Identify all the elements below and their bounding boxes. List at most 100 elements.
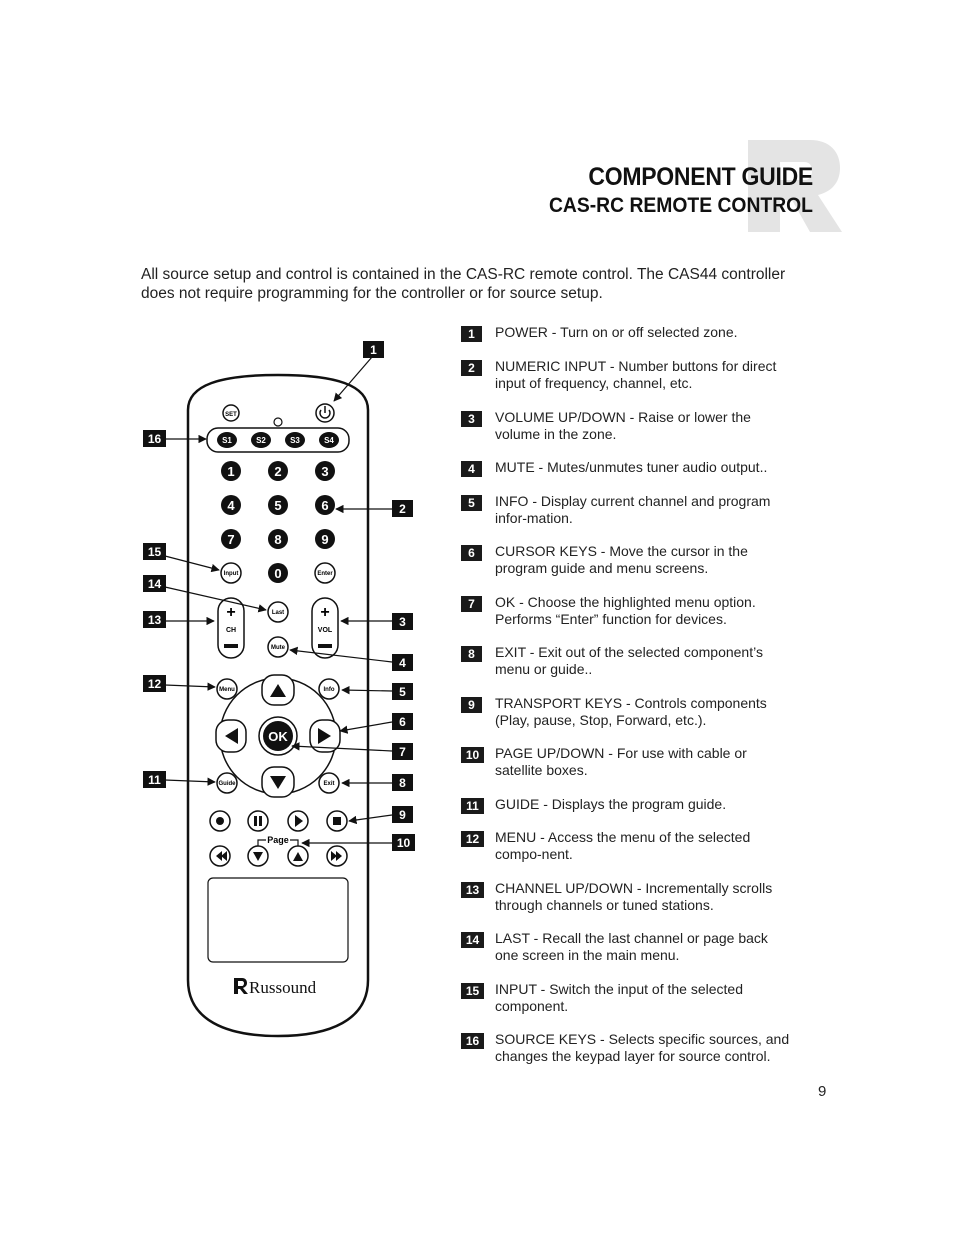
page-label: Page — [267, 835, 289, 845]
svg-text:10: 10 — [397, 836, 411, 850]
svg-text:3: 3 — [399, 615, 406, 629]
callout-9: 9 — [392, 806, 413, 823]
page-header: COMPONENT GUIDE CAS-RC REMOTE CONTROL — [526, 163, 813, 219]
remote-control-illustration: SET S1 S2 S3 S4 1 2 3 4 5 6 7 8 9 Input … — [143, 341, 415, 1038]
power-icon — [319, 409, 331, 419]
svg-text:Menu: Menu — [219, 687, 235, 693]
svg-text:Info: Info — [324, 687, 335, 693]
info-button: Info — [318, 678, 340, 700]
exit-button: Exit — [318, 772, 340, 794]
item-number: 8 — [461, 646, 482, 662]
item-description: INFO - Display current channel and progr… — [495, 493, 771, 526]
svg-text:Guide: Guide — [218, 781, 236, 787]
stop-button — [326, 810, 348, 832]
cursor-right-button — [309, 719, 341, 753]
last-button: Last — [267, 601, 289, 623]
svg-text:S2: S2 — [256, 436, 266, 445]
status-led — [273, 417, 283, 427]
display-window — [207, 877, 349, 963]
svg-text:1: 1 — [370, 343, 377, 357]
number-key-4: 4 — [221, 495, 241, 515]
cursor-down-button — [261, 766, 295, 798]
item-number: 5 — [461, 495, 482, 511]
item-number: 1 — [461, 326, 482, 342]
channel-rocker: + CH — [217, 597, 245, 659]
svg-text:6: 6 — [399, 715, 406, 729]
svg-text:Enter: Enter — [317, 571, 333, 577]
item-number: 16 — [461, 1033, 484, 1049]
item-description: POWER - Turn on or off selected zone. — [495, 324, 738, 340]
number-key-0: 0 — [268, 563, 288, 583]
rewind-button — [209, 845, 231, 867]
cursor-up-button — [261, 674, 295, 706]
callout-10: 10 — [392, 834, 415, 851]
item-number: 6 — [461, 545, 482, 561]
svg-text:11: 11 — [148, 773, 161, 787]
svg-text:14: 14 — [148, 577, 162, 591]
item-description: SOURCE KEYS - Selects specific sources, … — [495, 1031, 790, 1064]
russound-logo-icon — [234, 978, 248, 994]
callout-5: 5 — [392, 683, 413, 700]
svg-text:5: 5 — [399, 685, 406, 699]
source-key-s2: S2 — [251, 432, 271, 448]
page-up-button — [287, 845, 309, 867]
item-description: INPUT - Switch the input of the selected… — [495, 981, 743, 1014]
intro-paragraph: All source setup and control is containe… — [141, 266, 786, 302]
svg-text:6: 6 — [321, 498, 328, 513]
svg-text:Input: Input — [224, 571, 239, 577]
item-number: 10 — [461, 747, 484, 763]
number-key-8: 8 — [268, 529, 288, 549]
menu-button: Menu — [216, 678, 238, 700]
cursor-left-button — [215, 719, 247, 753]
item-description: OK - Choose the highlighted menu option.… — [495, 594, 756, 627]
svg-text:Exit: Exit — [323, 781, 334, 787]
svg-text:8: 8 — [274, 532, 281, 547]
item-number: 11 — [461, 798, 484, 814]
source-key-s4: S4 — [319, 432, 339, 448]
number-key-9: 9 — [315, 529, 335, 549]
item-number: 4 — [461, 461, 482, 477]
svg-text:OK: OK — [268, 729, 288, 744]
svg-text:13: 13 — [148, 613, 162, 627]
callout-14: 14 — [143, 575, 166, 592]
pause-button — [247, 810, 269, 832]
item-description: VOLUME UP/DOWN - Raise or lower the volu… — [495, 409, 751, 442]
svg-text:VOL: VOL — [318, 627, 333, 634]
item-description: GUIDE - Displays the program guide. — [495, 796, 727, 812]
svg-text:2: 2 — [399, 502, 406, 516]
svg-text:15: 15 — [148, 545, 162, 559]
svg-text:0: 0 — [274, 566, 281, 581]
svg-text:9: 9 — [321, 532, 328, 547]
item-number: 2 — [461, 360, 482, 376]
callout-2: 2 — [392, 500, 413, 517]
item-number: 9 — [461, 697, 482, 713]
item-description: MENU - Access the menu of the selected c… — [495, 829, 751, 862]
number-key-2: 2 — [268, 461, 288, 481]
svg-text:CH: CH — [226, 627, 236, 634]
item-number: 13 — [461, 882, 484, 898]
page-bracket — [257, 839, 299, 847]
svg-text:16: 16 — [148, 432, 162, 446]
volume-rocker: + VOL — [311, 597, 339, 659]
item-description: PAGE UP/DOWN - For use with cable or sat… — [495, 745, 747, 778]
number-key-6: 6 — [315, 495, 335, 515]
page-title: COMPONENT GUIDE — [588, 163, 813, 191]
number-key-5: 5 — [268, 495, 288, 515]
callout-11: 11 — [143, 771, 166, 788]
set-button — [222, 404, 240, 422]
item-description: EXIT - Exit out of the selected componen… — [495, 644, 763, 677]
callout-15: 15 — [143, 543, 166, 560]
svg-text:5: 5 — [274, 498, 281, 513]
svg-text:1: 1 — [227, 464, 234, 479]
svg-text:S4: S4 — [324, 436, 334, 445]
fast-forward-button — [326, 845, 348, 867]
svg-text:9: 9 — [399, 808, 406, 822]
play-button — [287, 810, 309, 832]
svg-text:S3: S3 — [290, 436, 300, 445]
page-subtitle: CAS-RC REMOTE CONTROL — [548, 194, 813, 217]
svg-text:4: 4 — [399, 656, 406, 670]
russound-r-logo-mark — [748, 140, 842, 232]
input-button: Input — [220, 562, 242, 584]
callout-4: 4 — [392, 654, 413, 671]
item-description: CURSOR KEYS - Move the cursor in the pro… — [495, 543, 748, 576]
